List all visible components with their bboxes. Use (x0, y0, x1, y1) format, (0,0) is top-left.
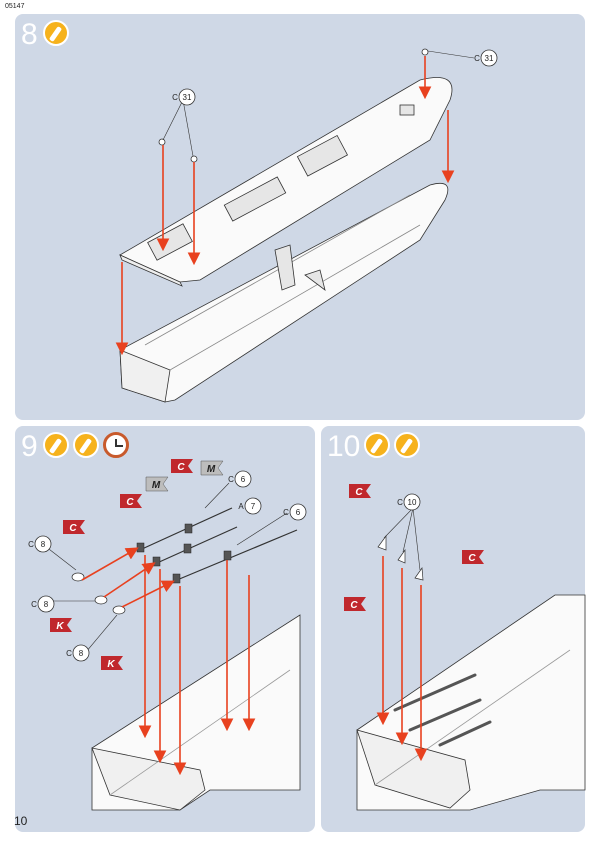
rudder-part (377, 534, 387, 551)
paint-brush-icon (73, 432, 99, 458)
part-callout (34, 535, 52, 553)
callout-label: C (66, 649, 72, 658)
paint-brush-icon (43, 20, 69, 46)
part-callout (289, 503, 307, 521)
callout-label: C (283, 508, 289, 517)
deck-part (119, 77, 453, 287)
callout-label: A (238, 502, 244, 511)
callout-label: C (31, 600, 37, 609)
callout-label: C (474, 54, 480, 63)
callout-label: 8 (79, 649, 84, 658)
mast-part (158, 138, 166, 146)
paint-brush-icon (364, 432, 390, 458)
flag-m-label: M (207, 464, 216, 475)
mast-part (190, 155, 198, 163)
drying-clock-icon (103, 432, 129, 458)
callout-label: C (28, 540, 34, 549)
callout-label: 8 (41, 540, 46, 549)
part-callout (234, 470, 252, 488)
rudder-part (397, 548, 406, 564)
step-10-number: 10 (327, 430, 361, 463)
flag-k-label: K (56, 621, 64, 632)
part-callout (480, 49, 498, 67)
propeller-part (71, 572, 85, 582)
callout-label: 6 (241, 475, 246, 484)
callout-label: 31 (183, 93, 192, 102)
decal-flag-m (145, 460, 224, 492)
decal-flag-c (63, 459, 193, 534)
flag-k-label: K (107, 659, 115, 670)
callout-label: C (172, 93, 178, 102)
part-callout (178, 88, 196, 106)
step-8-number: 8 (21, 18, 38, 51)
flag-c-label: C (350, 600, 358, 611)
paint-brush-icon (394, 432, 420, 458)
callout-label: 10 (408, 498, 417, 507)
step-9-number: 9 (21, 430, 38, 463)
part-callout (244, 497, 262, 515)
callout-label: 6 (296, 508, 301, 517)
lower-hull (119, 182, 449, 403)
paint-brush-icon (43, 432, 69, 458)
flag-c-label: C (177, 462, 185, 473)
propeller-part (94, 595, 108, 605)
part-callout (403, 493, 421, 511)
flag-c-label: C (126, 497, 134, 508)
mast-part (421, 48, 429, 56)
decal-flag-k (50, 618, 123, 670)
callout-label: 7 (251, 502, 256, 511)
propeller-part (112, 605, 126, 615)
flag-c-label: C (355, 487, 363, 498)
page-number: 10 (14, 814, 28, 828)
callout-label: 8 (44, 600, 49, 609)
flag-c-label: C (468, 553, 476, 564)
part-callout (72, 644, 90, 662)
flag-m-label: M (152, 480, 161, 491)
callout-label: C (397, 498, 403, 507)
hull-stern-part (91, 614, 301, 811)
flag-c-label: C (69, 523, 77, 534)
callout-label: C (228, 475, 234, 484)
rudder-part (414, 567, 424, 581)
part-callout (37, 595, 55, 613)
decal-flag-c (344, 484, 484, 611)
callout-label: 31 (485, 54, 494, 63)
product-code: 05147 (5, 3, 25, 10)
